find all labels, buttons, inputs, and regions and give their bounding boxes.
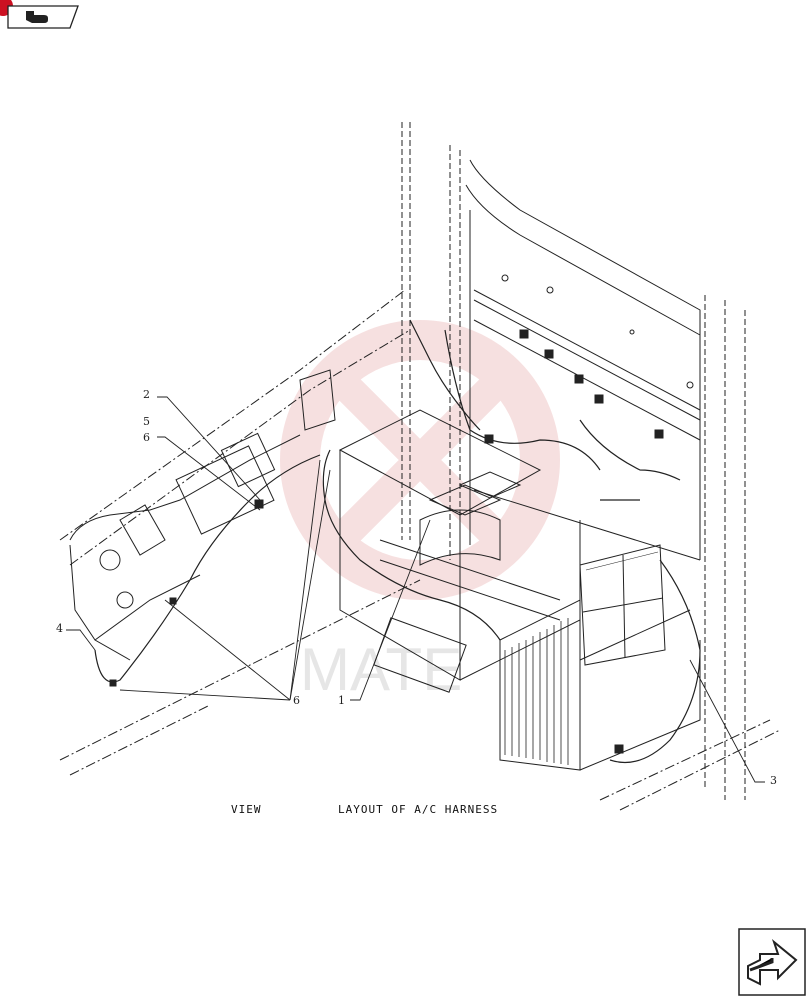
watermark-text: MATE bbox=[300, 636, 462, 703]
condenser bbox=[499, 599, 701, 771]
leader-lines bbox=[66, 396, 765, 783]
next-page-arrow-icon[interactable] bbox=[738, 928, 806, 996]
next-page-button[interactable] bbox=[738, 928, 806, 996]
cab-panel bbox=[465, 159, 701, 561]
filter-box bbox=[579, 544, 666, 666]
callout-3: 3 bbox=[770, 774, 777, 787]
left-frame bbox=[59, 289, 781, 811]
callout-2: 2 bbox=[143, 388, 150, 401]
drawing-title: LAYOUT OF A/C HARNESS bbox=[338, 803, 499, 816]
nav-tab[interactable] bbox=[0, 0, 82, 32]
callout-6-lower: 6 bbox=[293, 694, 300, 707]
callout-1: 1 bbox=[338, 694, 345, 707]
callout-5: 5 bbox=[143, 415, 150, 428]
connectors bbox=[109, 329, 664, 754]
cab-wall bbox=[401, 122, 746, 800]
view-label: VIEW bbox=[231, 803, 262, 816]
callout-4: 4 bbox=[56, 622, 63, 635]
hand-pointer-icon[interactable] bbox=[0, 0, 82, 32]
left-structure bbox=[69, 369, 336, 661]
callout-6-upper: 6 bbox=[143, 431, 150, 444]
